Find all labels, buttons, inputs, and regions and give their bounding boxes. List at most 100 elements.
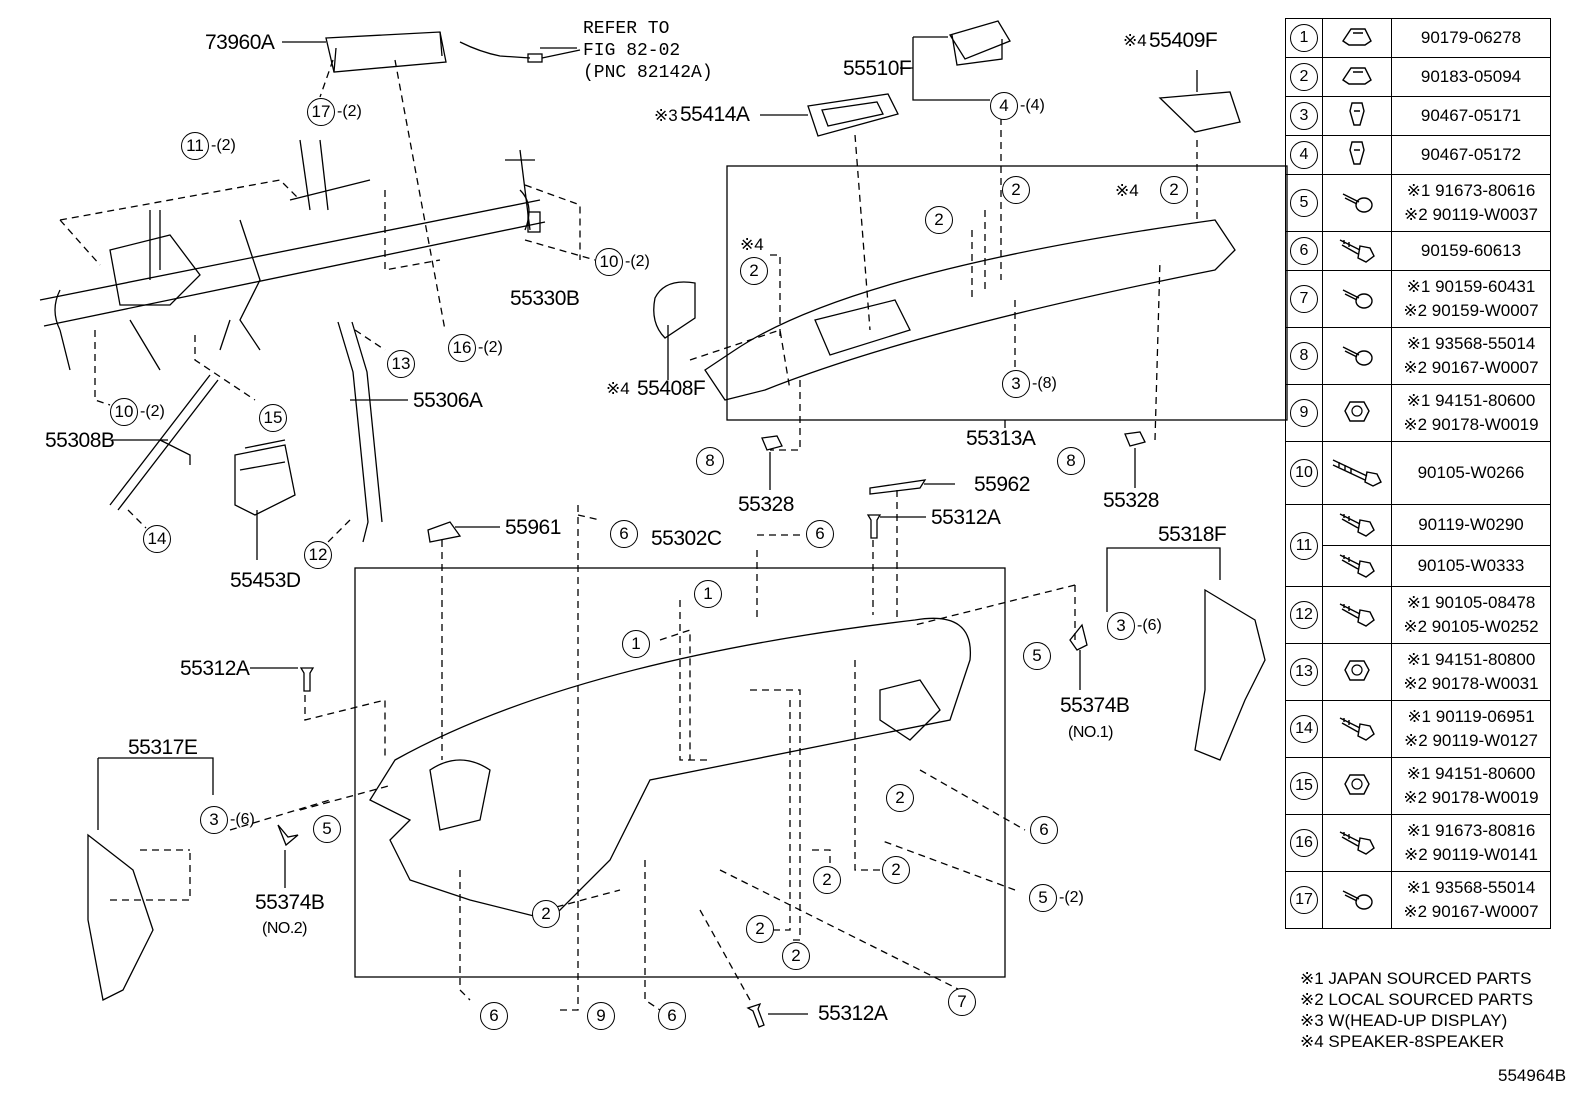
row-number-callout: 13 [1290,658,1318,686]
part-number: ※2 90167-W0007 [1403,358,1539,377]
row-number-callout: 1 [1290,24,1318,52]
part-number: 90467-05172 [1420,145,1522,164]
callout-6: 6 [1030,816,1058,844]
screw-icon [1322,871,1392,929]
parts-table-row: 10 90105-W0266 [1285,441,1551,505]
row-number-callout: 5 [1290,189,1318,217]
row-number-cell: 9 [1285,384,1323,442]
callout-qty: -(6) [230,811,255,828]
callout-2: 2 [886,784,914,812]
part-number: ※2 90119-W0141 [1404,845,1538,864]
callout-2: 2 [1160,176,1188,204]
callout-5: 5 [1023,642,1051,670]
parts-table-row: 90105-W0333 [1286,545,1551,587]
side-cover-r-drawing [1194,588,1266,761]
row-number-callout: 4 [1290,141,1318,169]
row-number-cell: 11 [1285,504,1323,587]
part-label-55313a: 55313A [966,427,1036,450]
part-number: 90105-W0333 [1391,545,1551,587]
callout-8: 8 [696,447,724,475]
row-number-cell: 4 [1285,135,1323,175]
callout-2: 2 [813,866,841,894]
row-number-cell: 14 [1285,700,1323,758]
part-label-55414a: 55414A [680,103,750,126]
part-number: ※1 93568-55014 [1406,878,1536,897]
part-label-55330b: 55330B [510,287,580,310]
callout-1: 1 [694,580,722,608]
parts-table-row: 16※1 91673-80816※2 90119-W0141 [1285,814,1551,872]
part-sublabel-no2: (NO.2) [262,920,308,937]
part-number-cell: ※1 94151-80600※2 90178-W0019 [1391,384,1551,442]
callout-qty: -(2) [478,339,503,356]
parts-table-row: 17※1 93568-55014※2 90167-W0007 [1285,871,1551,929]
part-label-55453d: 55453D [230,569,301,592]
part-number: ※1 90159-60431 [1406,277,1536,296]
part-number: 90179-06278 [1420,28,1522,47]
callout-6: 6 [806,520,834,548]
row-number-callout: 10 [1290,459,1318,487]
leader-lines [97,36,1221,1015]
callout-10: 10 [595,248,623,276]
callout-17: 17 [307,98,335,126]
row-number-callout: 17 [1290,886,1318,914]
part-number: ※1 94151-80800 [1406,650,1536,669]
part-number-cell: 90183-05094 [1391,57,1551,97]
cover-55961-drawing [427,521,462,543]
airbag-module-drawing [325,31,581,73]
part-label-55328-left: 55328 [738,493,794,516]
callout-7: 7 [948,988,976,1016]
clip-icon [1322,96,1392,136]
part-number-cell: 90105-W0266 [1391,441,1551,505]
callout-2: 2 [740,257,768,285]
parts-table-row: 14※1 90119-06951※2 90119-W0127 [1285,700,1551,758]
parts-table-row: 1 90179-06278 [1285,18,1551,58]
row-number-cell: 12 [1285,586,1323,644]
parts-table-row: 12※1 90105-08478※2 90105-W0252 [1285,586,1551,644]
note-marker: ※4 [740,235,764,254]
bolt-icon [1322,504,1392,546]
part-number: ※1 91673-80616 [1406,181,1536,200]
row-number-cell: 16 [1285,814,1323,872]
part-number-cell: 90467-05171 [1391,96,1551,136]
bolt-icon [1322,586,1392,644]
callout-3: 3 [1107,612,1135,640]
part-label-55961: 55961 [505,516,561,539]
callout-2: 2 [532,900,560,928]
bolt-icon [1322,231,1392,271]
row-number-cell: 10 [1285,441,1323,505]
part-number: ※2 90105-W0252 [1403,617,1539,636]
part-label-55374b-no1: 55374B [1060,694,1130,717]
row-number-cell: 2 [1285,57,1323,97]
fastener-parts-table: 1 90179-06278 2 90183-05094 3 90467-05171 4 904… [1285,18,1551,929]
legend-note-1: ※1 JAPAN SOURCED PARTS [1300,969,1532,988]
callout-qty: -(4) [1020,97,1045,114]
callout-2: 2 [1002,176,1030,204]
part-number: ※2 90159-W0007 [1403,301,1539,320]
row-number-cell: 3 [1285,96,1323,136]
part-number: 90467-05171 [1420,106,1522,125]
part-label-55317e: 55317E [128,736,198,759]
callout-15: 15 [259,404,287,432]
screw-icon [1322,174,1392,232]
row-number-callout: 2 [1290,63,1318,91]
callout-16: 16 [448,334,476,362]
callout-5: 5 [313,815,341,843]
callout-qty: -(2) [1059,889,1084,906]
guide-lines [59,59,1198,1011]
callout-qty: -(2) [140,403,165,420]
bracket-55453d-drawing [234,439,296,516]
screw-icon [1322,327,1392,385]
part-number-cell: ※1 94151-80800※2 90178-W0031 [1391,643,1551,701]
screw-55312a-top-drawing [866,514,882,539]
parts-table-row: 13 ※1 94151-80800※2 90178-W0031 [1285,643,1551,701]
row-number-callout: 12 [1290,601,1318,629]
bracket-55374b-l-drawing [277,824,299,847]
row-number-cell: 7 [1285,270,1323,328]
part-number: ※2 90119-W0127 [1404,731,1538,750]
part-number: ※2 90178-W0019 [1403,788,1539,807]
callout-9: 9 [587,1002,615,1030]
part-number-cell: 90467-05172 [1391,135,1551,175]
speaker-grille-r-drawing [1158,91,1241,133]
row-number-cell: 15 [1285,757,1323,815]
